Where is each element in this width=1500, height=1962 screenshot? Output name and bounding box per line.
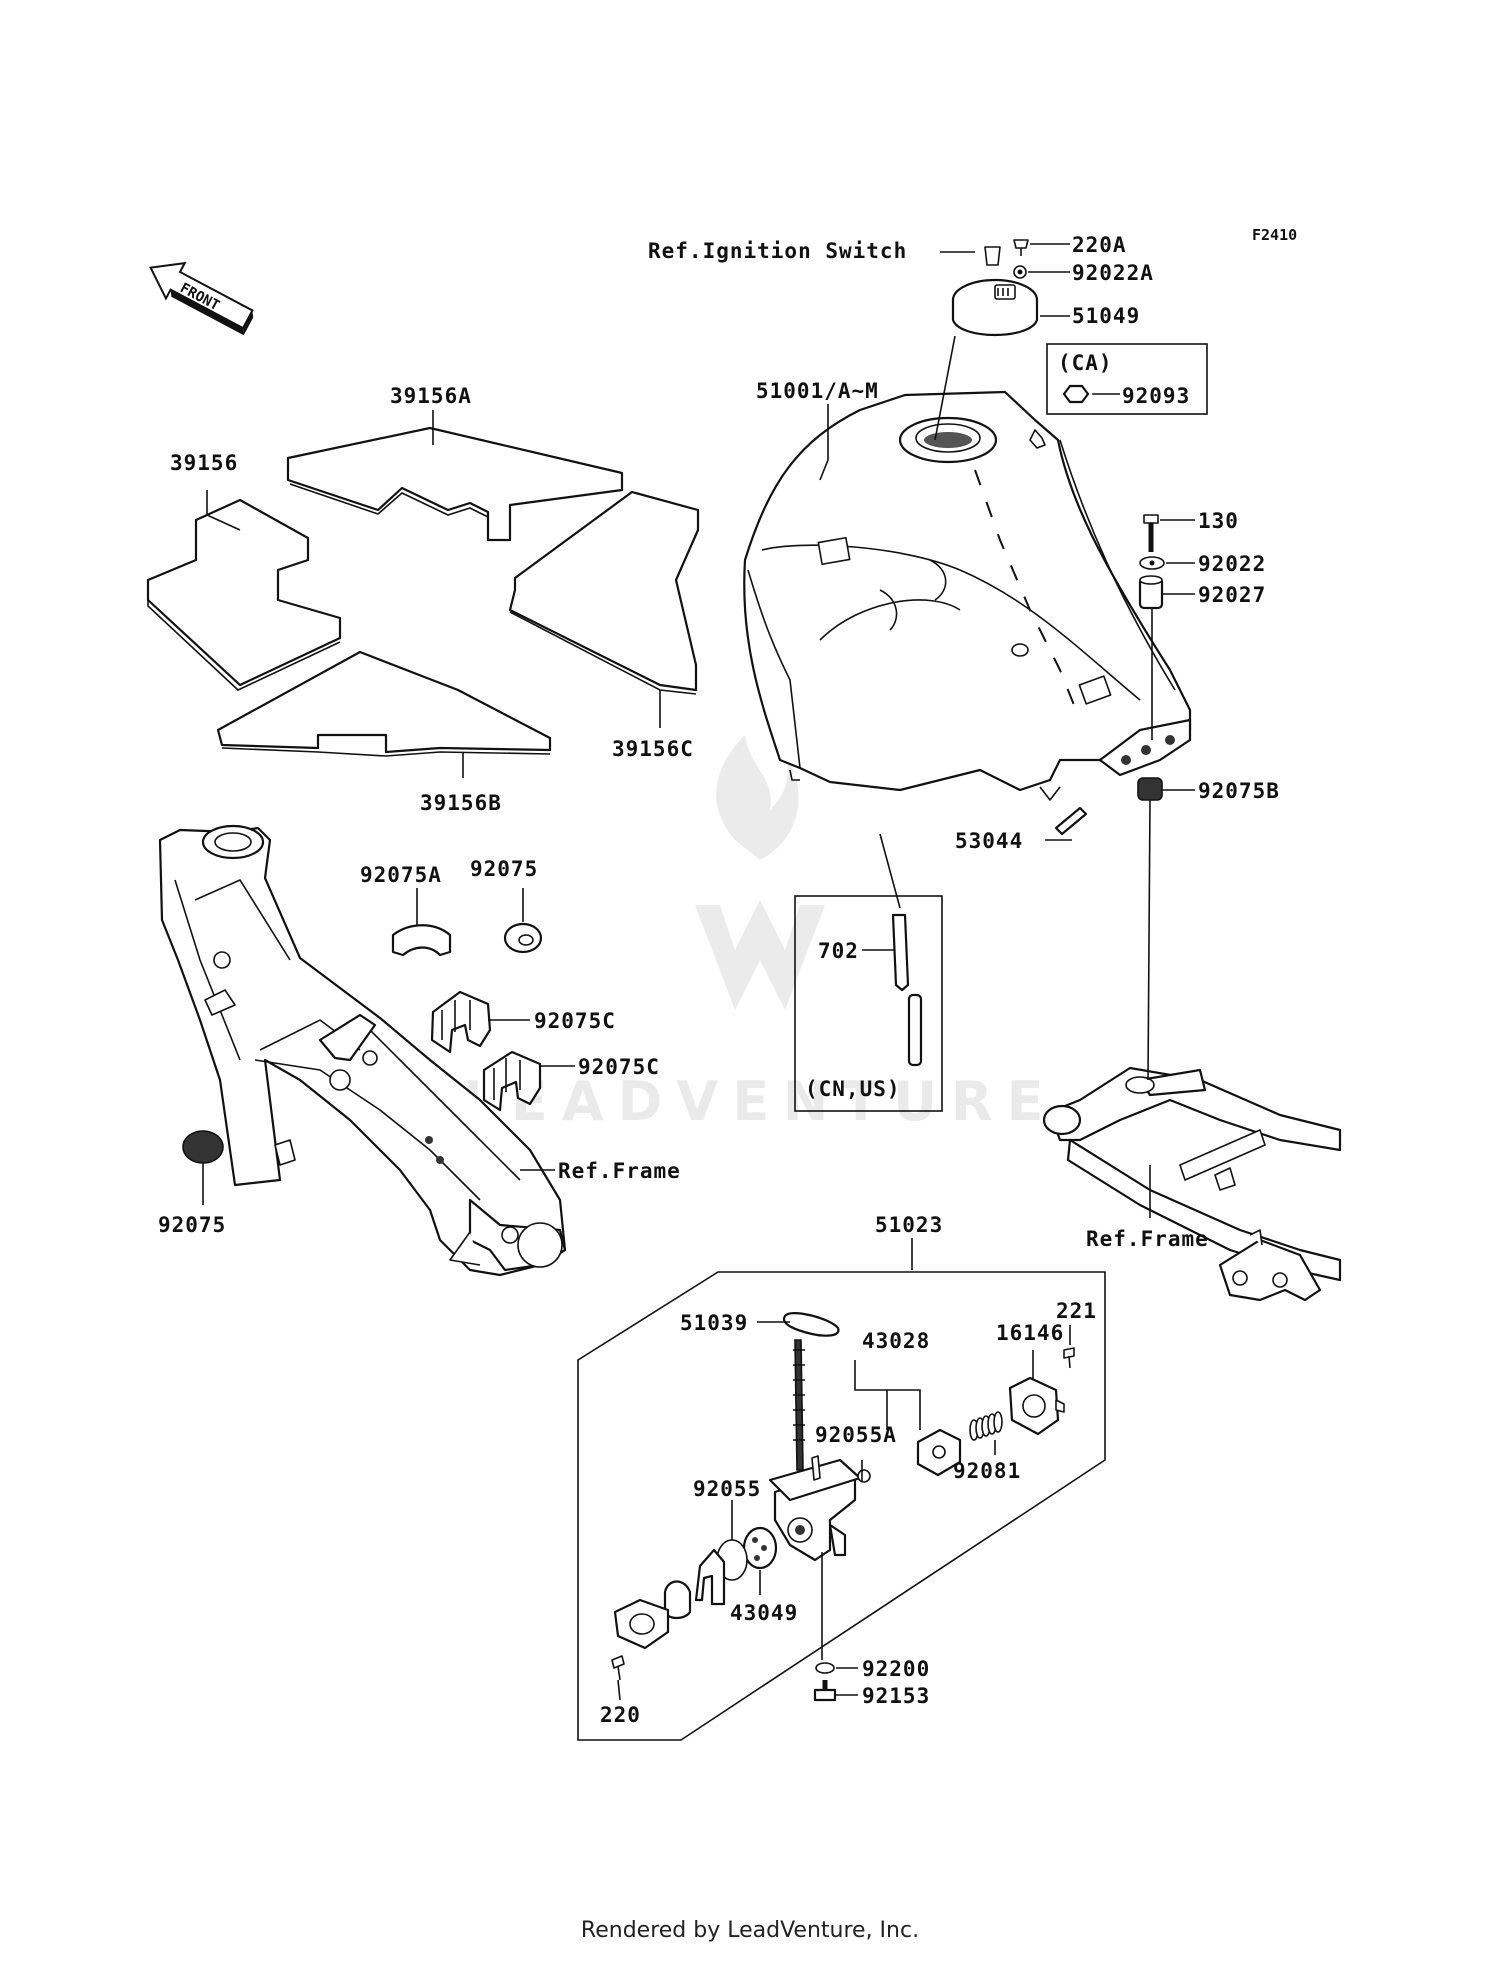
label-51039: 51039 bbox=[680, 1311, 748, 1335]
label-92153: 92153 bbox=[862, 1684, 930, 1708]
label-92200: 92200 bbox=[862, 1657, 930, 1681]
footer-credit: Rendered by LeadVenture, Inc. bbox=[580, 1918, 920, 1943]
label-39156A: 39156A bbox=[390, 384, 472, 408]
hose-702 bbox=[891, 913, 923, 1067]
part-labels: Ref.Ignition Switch 220A 92022A 51049 (C… bbox=[158, 233, 1280, 1727]
label-ref-ignition-switch: Ref.Ignition Switch bbox=[648, 239, 907, 263]
label-43049: 43049 bbox=[730, 1601, 798, 1625]
label-39156C: 39156C bbox=[612, 737, 694, 761]
fuel-cap bbox=[951, 278, 1039, 336]
frame-right bbox=[1042, 1066, 1342, 1302]
label-92093: 92093 bbox=[1122, 384, 1190, 408]
rubber-parts bbox=[182, 922, 543, 1164]
label-ca: (CA) bbox=[1058, 351, 1113, 375]
cn-us-box bbox=[794, 895, 943, 1112]
label-43028: 43028 bbox=[862, 1329, 930, 1353]
label-702: 702 bbox=[818, 939, 859, 963]
ca-box bbox=[1046, 343, 1208, 415]
foam-pads bbox=[146, 426, 700, 757]
figure-code: F2410 bbox=[1252, 226, 1297, 244]
label-92081: 92081 bbox=[953, 1459, 1021, 1483]
label-92075-top: 92075 bbox=[470, 857, 538, 881]
label-221: 221 bbox=[1056, 1299, 1097, 1323]
frame-left bbox=[158, 824, 567, 1277]
label-92075-bottom: 92075 bbox=[158, 1213, 226, 1237]
label-92075C-2: 92075C bbox=[578, 1055, 660, 1079]
label-92055: 92055 bbox=[693, 1477, 761, 1501]
fuel-tank bbox=[743, 390, 1192, 801]
watermark: LEADVENTURE bbox=[463, 735, 1058, 1133]
label-51049: 51049 bbox=[1072, 304, 1140, 328]
label-cn-us: (CN,US) bbox=[805, 1077, 901, 1101]
tube-53044 bbox=[1054, 806, 1088, 836]
label-39156: 39156 bbox=[170, 451, 238, 475]
fuel-tap bbox=[611, 1311, 1075, 1702]
cap-hardware bbox=[984, 239, 1029, 279]
label-53044: 53044 bbox=[955, 829, 1023, 853]
label-51001: 51001/A~M bbox=[756, 379, 879, 403]
front-arrow-icon: FRONT bbox=[149, 261, 254, 336]
nut-92093 bbox=[1062, 384, 1090, 404]
label-220: 220 bbox=[600, 1703, 641, 1727]
label-ref-frame-left: Ref.Frame bbox=[558, 1159, 681, 1183]
label-92075B: 92075B bbox=[1198, 779, 1280, 803]
mount-hardware bbox=[1137, 514, 1165, 801]
label-92022A: 92022A bbox=[1072, 261, 1154, 285]
label-92027: 92027 bbox=[1198, 583, 1266, 607]
label-ref-frame-right: Ref.Frame bbox=[1086, 1227, 1209, 1251]
label-16146: 16146 bbox=[996, 1321, 1064, 1345]
label-92075C-1: 92075C bbox=[534, 1009, 616, 1033]
label-39156B: 39156B bbox=[420, 791, 502, 815]
leader-lines bbox=[202, 243, 1195, 1701]
watermark-text: LEADVENTURE bbox=[463, 1070, 1058, 1133]
label-92022: 92022 bbox=[1198, 552, 1266, 576]
label-92055A: 92055A bbox=[815, 1423, 897, 1447]
label-220A: 220A bbox=[1072, 233, 1127, 257]
fuel-tap-box bbox=[577, 1271, 1106, 1741]
label-92075A: 92075A bbox=[360, 863, 442, 887]
label-130: 130 bbox=[1198, 509, 1239, 533]
label-51023: 51023 bbox=[875, 1213, 943, 1237]
